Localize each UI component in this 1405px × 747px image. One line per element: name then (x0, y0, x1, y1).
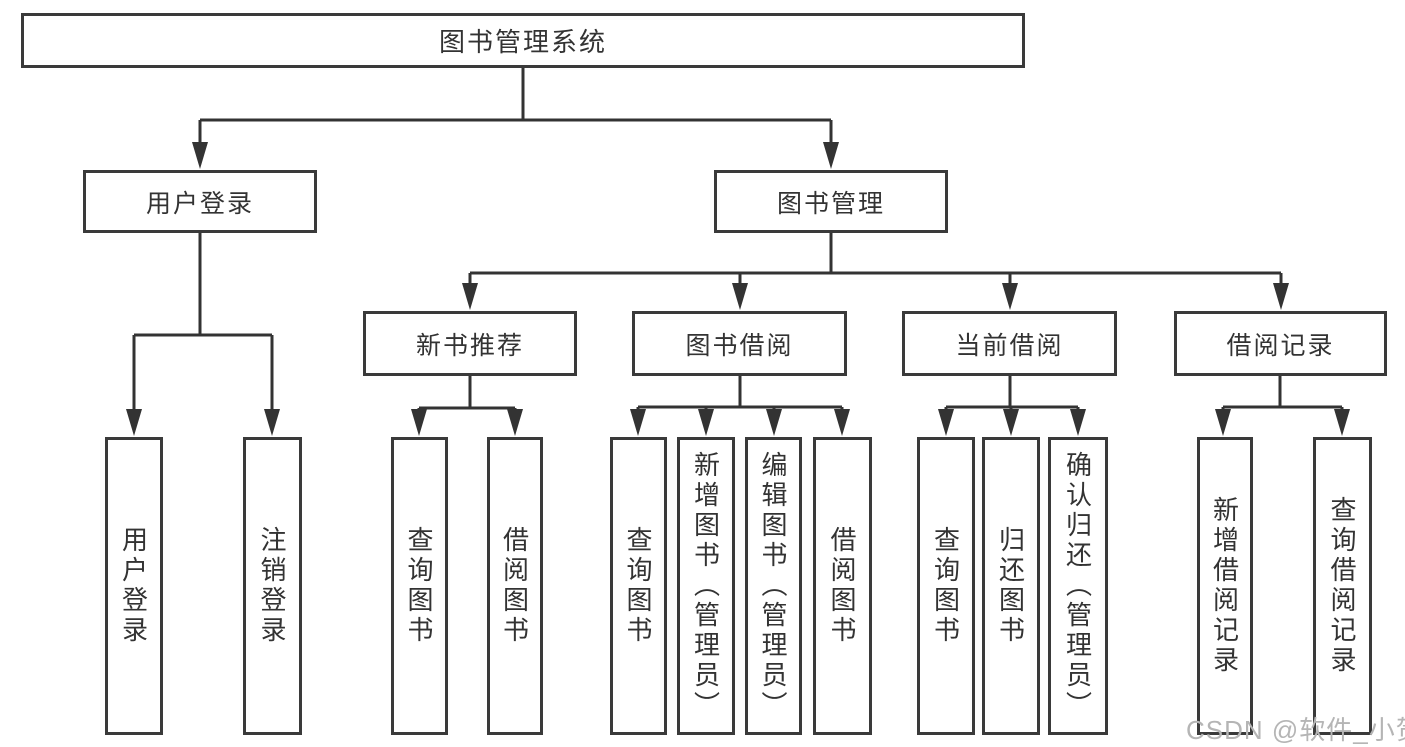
arrowhead-icon (1273, 283, 1289, 310)
arrowhead-icon (823, 142, 839, 169)
leaf-query-books-borrow-label: 查询图书 (623, 526, 653, 646)
leaf-borrow-books-recommend: 借阅图书 (487, 437, 543, 735)
node-root-label: 图书管理系统 (438, 27, 607, 57)
leaf-confirm-return-admin-label: 确认归还（管理员） (1062, 451, 1093, 721)
leaf-query-books-current: 查询图书 (917, 437, 975, 735)
arrowhead-icon (732, 283, 748, 310)
node-book-management-label: 图书管理 (776, 189, 885, 218)
leaf-borrow-books: 借阅图书 (813, 437, 872, 735)
arrowhead-icon (1334, 409, 1350, 436)
node-borrow-record-label: 借阅记录 (1226, 331, 1335, 360)
node-new-book-recommend-label: 新书推荐 (415, 331, 524, 360)
leaf-add-book-admin: 新增图书（管理员） (677, 437, 735, 735)
leaf-query-books-recommend: 查询图书 (391, 437, 448, 735)
leaf-user-login: 用户登录 (105, 437, 163, 735)
arrowhead-icon (192, 142, 208, 169)
leaf-query-borrow-record-label: 查询借阅记录 (1327, 496, 1357, 676)
arrowhead-icon (1002, 283, 1018, 310)
node-root-library-system: 图书管理系统 (21, 13, 1025, 68)
leaf-user-login-label: 用户登录 (118, 526, 149, 646)
node-current-borrow-label: 当前借阅 (955, 331, 1064, 360)
leaf-query-books-borrow: 查询图书 (610, 437, 667, 735)
arrowhead-icon (411, 409, 427, 436)
node-new-book-recommend: 新书推荐 (363, 311, 577, 376)
leaf-query-borrow-record: 查询借阅记录 (1313, 437, 1372, 735)
leaf-borrow-books-label: 借阅图书 (827, 526, 857, 646)
arrowhead-icon (1003, 409, 1019, 436)
arrowhead-icon (834, 409, 850, 436)
leaf-borrow-books-recommend-label: 借阅图书 (499, 526, 530, 646)
leaf-return-book-label: 归还图书 (995, 526, 1026, 646)
arrowhead-icon (462, 283, 478, 310)
leaf-query-books-recommend-label: 查询图书 (404, 526, 434, 646)
leaf-edit-book-admin: 编辑图书（管理员） (745, 437, 802, 735)
leaf-add-book-admin-label: 新增图书（管理员） (690, 451, 721, 721)
leaf-confirm-return-admin: 确认归还（管理员） (1048, 437, 1108, 735)
node-current-borrow: 当前借阅 (902, 311, 1117, 376)
arrowhead-icon (1070, 409, 1086, 436)
arrowhead-icon (1215, 409, 1231, 436)
node-user-login-label: 用户登录 (145, 189, 254, 218)
leaf-return-book: 归还图书 (982, 437, 1040, 735)
leaf-logout-label: 注销登录 (257, 526, 287, 646)
arrowhead-icon (938, 409, 954, 436)
leaf-query-books-current-label: 查询图书 (930, 526, 961, 646)
arrowhead-icon (630, 409, 646, 436)
leaf-logout: 注销登录 (243, 437, 302, 735)
node-book-borrow: 图书借阅 (632, 311, 847, 376)
arrowhead-icon (766, 409, 782, 436)
node-borrow-record: 借阅记录 (1174, 311, 1387, 376)
node-book-management: 图书管理 (714, 170, 948, 233)
node-book-borrow-label: 图书借阅 (685, 331, 794, 360)
arrowhead-icon (126, 409, 142, 436)
arrowhead-icon (507, 409, 523, 436)
leaf-edit-book-admin-label: 编辑图书（管理员） (758, 451, 788, 721)
csdn-watermark: CSDN @软件_小贺同学 (1186, 715, 1405, 745)
arrowhead-icon (264, 409, 280, 436)
leaf-add-borrow-record: 新增借阅记录 (1197, 437, 1253, 735)
arrowhead-icon (698, 409, 714, 436)
node-user-login: 用户登录 (83, 170, 317, 233)
leaf-add-borrow-record-label: 新增借阅记录 (1209, 496, 1240, 676)
